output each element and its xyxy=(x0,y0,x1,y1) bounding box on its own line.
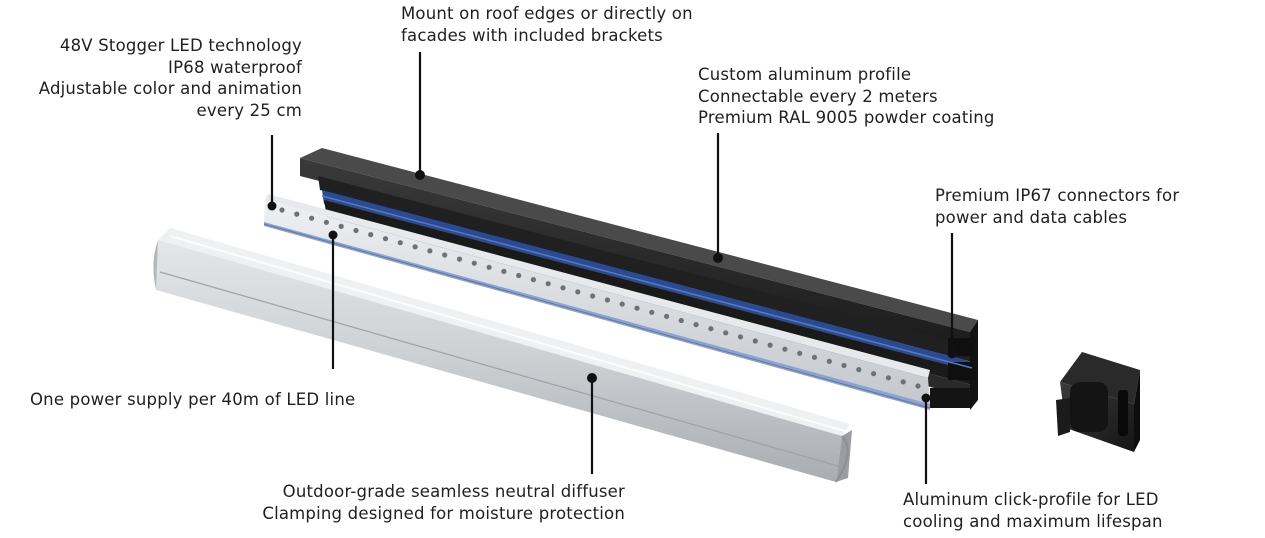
callout-click-profile: Aluminum click-profile for LED cooling a… xyxy=(903,489,1163,532)
strip-hole xyxy=(590,293,596,299)
strip-hole xyxy=(737,334,744,340)
callout-line: every 25 cm xyxy=(196,100,302,120)
strip-hole xyxy=(456,256,463,262)
strip-hole xyxy=(545,281,551,287)
strip-hole xyxy=(693,322,699,328)
callout-line: 48V Stogger LED technology xyxy=(59,36,302,55)
strip-hole xyxy=(841,362,847,369)
strip-hole xyxy=(471,260,477,266)
callout-line: facades with included brackets xyxy=(401,25,663,45)
strip-hole xyxy=(427,248,433,254)
callout-line: cooling and maximum lifespan xyxy=(903,511,1163,531)
strip-hole xyxy=(782,346,788,352)
strip-hole xyxy=(368,232,374,238)
leader-lines xyxy=(267,52,957,484)
callout-line: power and data cables xyxy=(935,207,1128,227)
strip-hole xyxy=(811,354,818,360)
strip-hole xyxy=(486,264,492,270)
strip-hole xyxy=(826,358,832,364)
strip-hole xyxy=(294,211,300,217)
callout-line: Adjustable color and animation xyxy=(38,79,302,98)
strip-hole xyxy=(723,330,729,336)
strip-hole xyxy=(871,371,877,377)
strip-hole xyxy=(900,379,906,385)
callout-line: Premium IP67 connectors for xyxy=(935,186,1180,205)
strip-hole xyxy=(560,285,566,291)
strip-hole xyxy=(338,223,344,229)
callout-led-technology: 48V Stogger LED technology IP68 waterpro… xyxy=(39,35,302,121)
strip-hole xyxy=(530,277,537,283)
strip-hole xyxy=(604,297,611,303)
callout-line: Aluminum click-profile for LED xyxy=(903,490,1159,509)
callout-line: Clamping designed for moisture protectio… xyxy=(262,503,625,523)
callout-line: Outdoor-grade seamless neutral diffuser xyxy=(282,482,625,501)
strip-hole xyxy=(885,375,892,381)
strip-hole xyxy=(634,305,640,311)
strip-hole xyxy=(649,309,655,315)
callout-line: Mount on roof edges or directly on xyxy=(401,4,693,23)
strip-hole xyxy=(412,244,418,250)
callout-line: Premium RAL 9005 powder coating xyxy=(698,108,995,127)
strip-hole xyxy=(279,207,285,213)
strip-hole xyxy=(797,350,803,356)
strip-hole xyxy=(442,252,448,258)
callout-profile: Custom aluminum profile Connectable ever… xyxy=(698,64,995,129)
strip-hole xyxy=(915,383,921,389)
callout-line: IP68 waterproof xyxy=(168,57,302,77)
callout-mount: Mount on roof edges or directly on facad… xyxy=(401,3,693,46)
strip-hole xyxy=(752,338,758,344)
strip-hole xyxy=(708,326,714,332)
strip-hole xyxy=(353,227,359,234)
strip-hole xyxy=(382,236,389,242)
strip-hole xyxy=(397,240,403,246)
connector-end-cap xyxy=(1056,352,1140,452)
callout-line: Custom aluminum profile xyxy=(698,65,912,84)
callout-connectors: Premium IP67 connectors for power and da… xyxy=(935,185,1179,228)
strip-hole xyxy=(856,367,862,373)
strip-hole xyxy=(575,289,581,295)
callout-power-supply: One power supply per 40m of LED line xyxy=(30,389,355,411)
strip-hole xyxy=(501,268,507,274)
callout-diffuser: Outdoor-grade seamless neutral diffuser … xyxy=(262,481,625,524)
strip-hole xyxy=(309,215,315,221)
strip-hole xyxy=(664,313,670,319)
strip-hole xyxy=(678,317,684,324)
diffuser xyxy=(153,228,852,483)
callout-line: Connectable every 2 meters xyxy=(698,86,938,106)
strip-hole xyxy=(516,272,522,279)
led-strip xyxy=(263,194,931,410)
callout-line: One power supply per 40m of LED line xyxy=(30,390,356,409)
strip-hole xyxy=(767,342,773,348)
strip-hole xyxy=(323,219,329,225)
strip-hole xyxy=(619,301,625,307)
